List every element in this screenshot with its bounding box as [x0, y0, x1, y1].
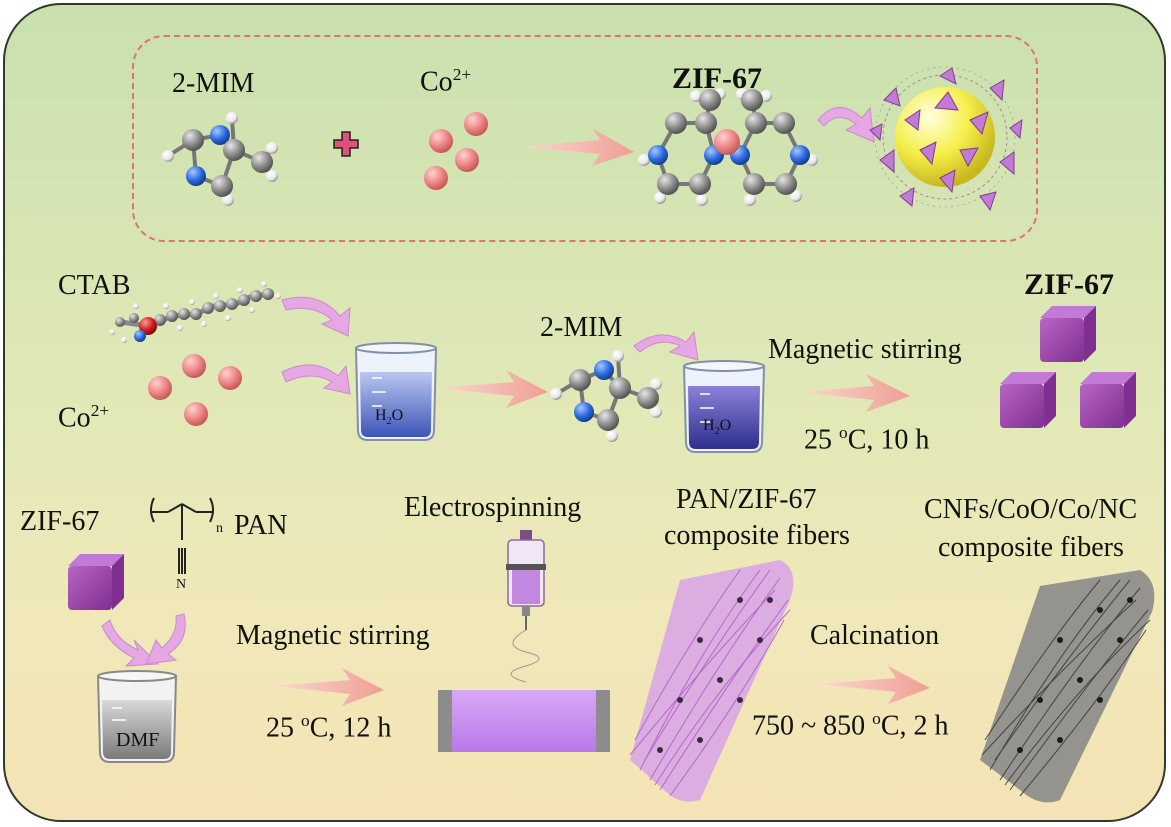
- reaction-arrow-middle-2: [800, 374, 910, 412]
- zif67-framework-sphere: [869, 66, 1023, 212]
- beaker2-label: H2O: [703, 418, 731, 437]
- curved-arrow-pan-to-dmf: [145, 613, 186, 665]
- cobalt-ions-middle: [148, 354, 242, 426]
- mim-molecule-middle: [550, 350, 662, 442]
- condition-bottom-deg: o: [301, 711, 310, 730]
- cnf-fiber-bundle: [980, 570, 1155, 803]
- calc-temp: 750 ~ 850: [752, 710, 873, 742]
- magnetic-stirring-label-bottom: Magnetic stirring: [236, 620, 430, 651]
- zif67-cubes: [1000, 306, 1136, 428]
- condition-middle-temp: 25: [804, 424, 839, 456]
- beaker2-label-o: O: [719, 417, 732, 434]
- curved-arrow-top: [817, 106, 875, 143]
- collector-plate: [438, 690, 610, 752]
- pan-zif67-fiber-bundle: [629, 560, 794, 802]
- ctab-label: CTAB: [58, 270, 131, 301]
- curved-arrow-cube-to-dmf: [101, 619, 160, 667]
- condition-bottom-temp: 25: [266, 712, 301, 744]
- mim-label-middle: 2-MIM: [540, 312, 623, 343]
- beaker1-label-sub: 2: [386, 416, 392, 428]
- polymer-nitrogen-label: N: [176, 577, 187, 592]
- beaker1-label-h: H: [375, 407, 387, 424]
- beaker1-label-o: O: [391, 407, 404, 424]
- pan-fiber-label-1: PAN/ZIF-67: [676, 484, 817, 515]
- polymer-n-label: n: [216, 521, 223, 536]
- condition-label-bottom: 25 oC, 12 h: [266, 712, 391, 742]
- zif67-cube-bottom: [68, 554, 124, 610]
- condition-label-middle: 25 oC, 10 h: [804, 424, 929, 454]
- curved-arrow-ctab: [281, 296, 351, 337]
- mim-label-top: 2-MIM: [172, 68, 255, 99]
- reaction-arrow-middle-1: [438, 370, 548, 408]
- beaker-water-2: [682, 360, 766, 453]
- beaker-water-1: [354, 342, 438, 441]
- cobalt-label-top-charge: 2+: [452, 65, 472, 84]
- calc-deg: o: [872, 709, 881, 728]
- condition-middle-rest: C, 10 h: [847, 424, 930, 456]
- electrospinning-label: Electrospinning: [404, 492, 582, 523]
- cnf-label-1: CNFs/CoO/Co/NC: [924, 494, 1138, 525]
- beaker-dmf: [96, 670, 178, 763]
- zif67-label-bottom: ZIF-67: [20, 506, 100, 537]
- pan-polymer-structure: [150, 497, 214, 574]
- zif67-unit-molecule: [638, 88, 818, 206]
- ctab-molecule: [109, 281, 281, 343]
- reaction-arrow-top: [522, 128, 634, 166]
- dmf-label: DMF: [116, 729, 160, 751]
- condition-middle-deg: o: [839, 423, 848, 442]
- calc-rest: C, 2 h: [880, 710, 949, 742]
- beaker1-label: H2O: [375, 408, 403, 427]
- mim-molecule-top: [162, 112, 278, 206]
- zif67-label-top: ZIF-67: [672, 62, 762, 95]
- reaction-arrow-bottom-2: [818, 666, 930, 704]
- cnf-label-2: composite fibers: [938, 532, 1124, 563]
- curved-arrow-mim: [633, 330, 699, 361]
- cobalt-ions-top: [424, 112, 488, 190]
- reaction-arrow-bottom-1: [274, 668, 384, 706]
- cobalt-label-middle-base: Co: [58, 402, 91, 434]
- beaker2-label-sub: 2: [714, 426, 720, 438]
- cobalt-label-top-base: Co: [420, 66, 453, 98]
- pan-fiber-label-2: composite fibers: [664, 520, 850, 551]
- zif67-label-middle: ZIF-67: [1024, 268, 1114, 301]
- calcination-condition-label: 750 ~ 850 oC, 2 h: [752, 710, 949, 740]
- zif67-synthesis-box: [132, 35, 1038, 242]
- pan-label: PAN: [234, 510, 288, 541]
- condition-bottom-rest: C, 12 h: [309, 712, 392, 744]
- cobalt-label-top: Co2+: [420, 66, 471, 96]
- beaker2-label-h: H: [703, 417, 715, 434]
- syringe-icon: [506, 530, 546, 683]
- cobalt-label-middle-charge: 2+: [90, 401, 110, 420]
- curved-arrow-cobalt: [281, 364, 351, 395]
- plus-icon: [333, 131, 359, 157]
- cobalt-label-middle: Co2+: [58, 402, 109, 432]
- calcination-label: Calcination: [810, 620, 940, 651]
- magnetic-stirring-label-middle: Magnetic stirring: [768, 334, 962, 365]
